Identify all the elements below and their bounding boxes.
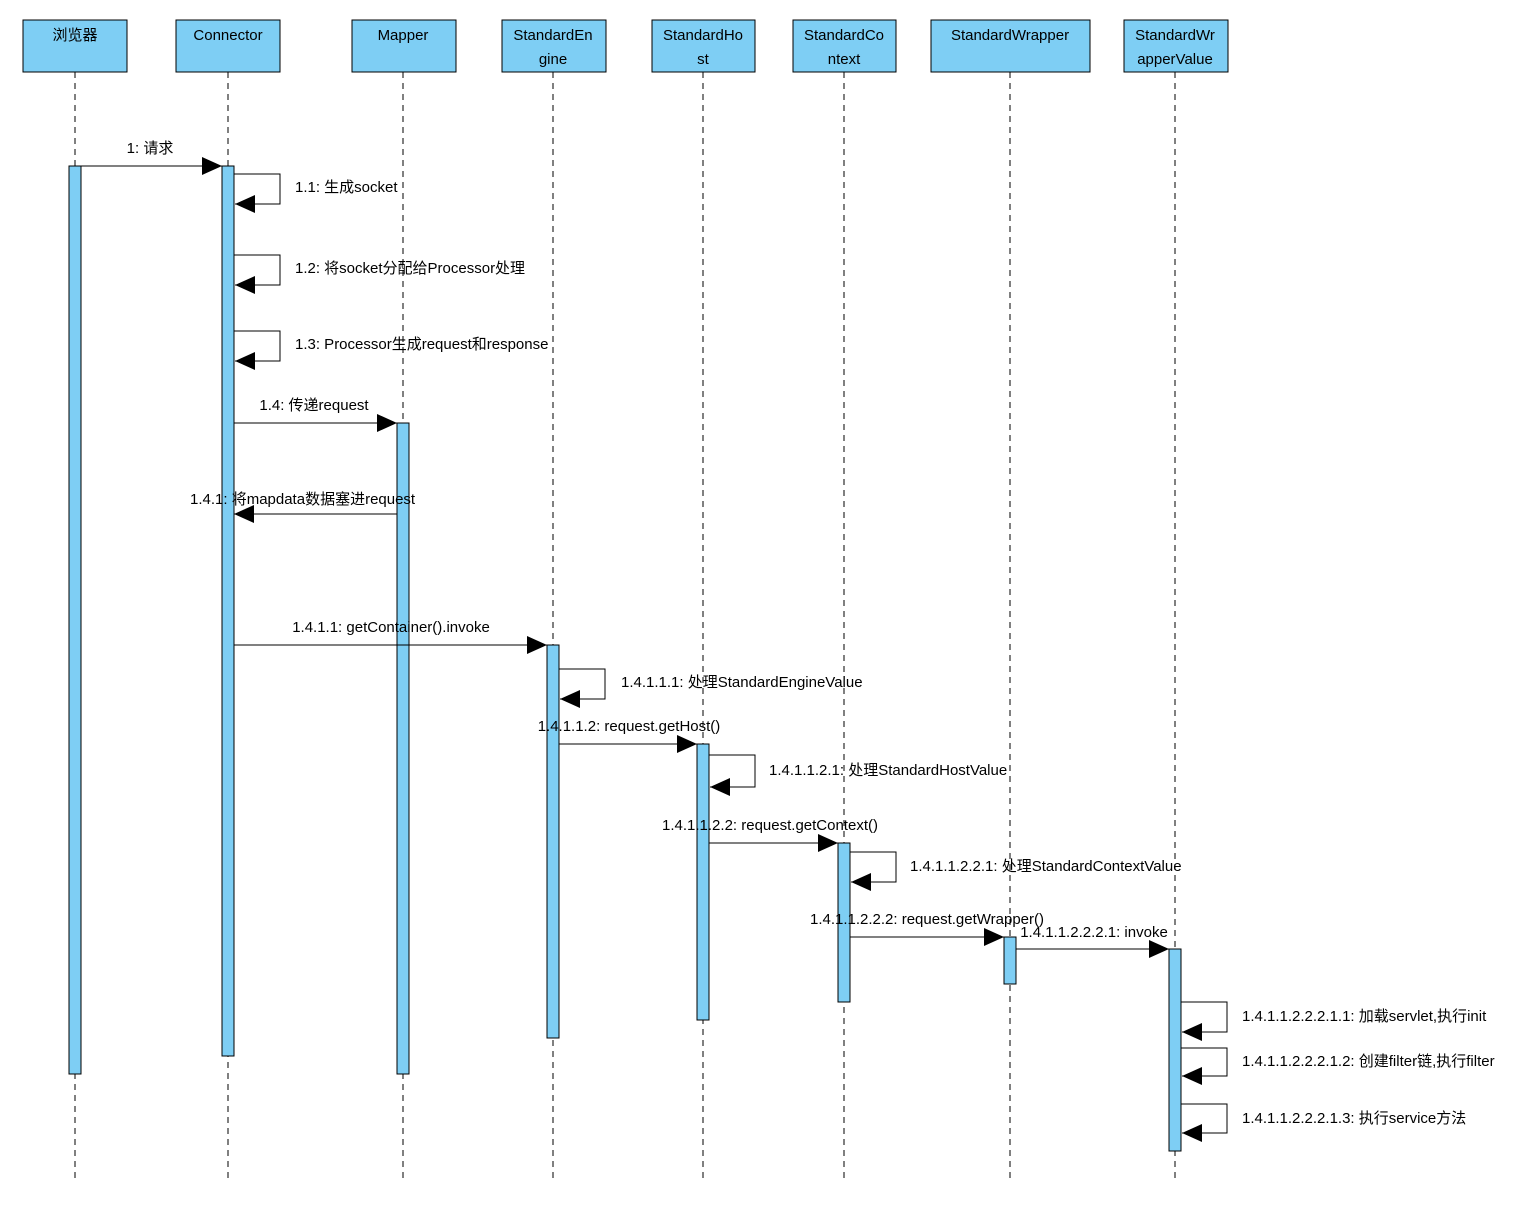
message-m1-2: 1.2: 将socket分配给Processor处理 [234,254,525,294]
message-label: 1.4: 传递request [259,397,369,414]
message-m1-4-1-1-2-1: 1.4.1.1.2.1: 处理StandardHostValue [709,754,1007,796]
activation-bar-browser [68,165,82,1075]
self-message-arrow [1181,1001,1228,1041]
participant-box [22,19,128,73]
message-m1-4-1-1: 1.4.1.1: getContainer().invoke [234,619,547,654]
message-m1-4-1-1-2-2-1: 1.4.1.1.2.2.1: 处理StandardContextValue [850,851,1182,891]
activation-bar-context [837,842,851,1003]
participant-host: StandardHo st [651,19,756,73]
participant-box [792,19,897,73]
participant-box [351,19,457,73]
message-label: 1.4.1.1.2.2: request.getContext() [662,817,878,834]
message-m1-4-1-1-2-2-2-1-3: 1.4.1.1.2.2.2.1.3: 执行service方法 [1181,1103,1466,1142]
message-m1-4-1-1-2-2-2-1-1: 1.4.1.1.2.2.2.1.1: 加载servlet,执行init [1181,1001,1487,1041]
activation-bar-host [696,743,710,1021]
self-message-arrow [559,668,606,708]
self-message-arrow [234,173,281,213]
participant-wrapper: StandardWrapper [930,19,1091,73]
participant-box [1123,19,1229,73]
messages: 1: 请求 1.1: 生成socket 1.2: 将socket分配给Process… [81,140,1495,1142]
message-m1-4-1-1-2-2-2-1-2: 1.4.1.1.2.2.2.1.2: 创建filter链,执行filter [1181,1047,1495,1085]
participant-box [651,19,756,73]
participant-label: StandardWrapper [951,27,1069,44]
message-label: 1.3: Processor生成request和response [295,336,548,353]
message-m1-4-1-1-2-2-2: 1.4.1.1.2.2.2: request.getWrapper() [810,911,1044,946]
message-label: 1.4.1.1.2.1: 处理StandardHostValue [769,762,1007,779]
participant-label: Connector [193,27,262,44]
message-m1-3: 1.3: Processor生成request和response [234,330,548,370]
participant-mapper: Mapper [351,19,457,73]
participant-label: StandardCo [804,27,884,44]
participant-box [175,19,281,73]
participant-label: StandardHo [663,27,743,44]
activation-bar-connector [221,165,235,1057]
self-message-arrow [1181,1047,1228,1085]
message-label: 1.4.1.1.2.2.2.1.2: 创建filter链,执行filter [1242,1053,1495,1070]
participant-browser: 浏览器 [22,19,128,73]
participant-box [501,19,607,73]
participant-box [930,19,1091,73]
participant-connector: Connector [175,19,281,73]
participant-wrappervalue: StandardWr apperValue [1123,19,1229,73]
message-label: 1.4.1.1.2.2.2.1: invoke [1020,924,1168,941]
participant-label: gine [539,51,567,68]
self-message-arrow [234,330,281,370]
message-label: 1.4.1.1.2.2.1: 处理StandardContextValue [910,858,1182,875]
activation-bar-wrapper [1003,936,1017,985]
lifelines [74,72,1176,1182]
activation-bars [68,165,1182,1152]
message-label: 1.4.1.1.2.2.2.1.3: 执行service方法 [1242,1110,1466,1127]
participant-engine: StandardEn gine [501,19,607,73]
participant-label: apperValue [1137,51,1213,68]
message-m1-4: 1.4: 传递request [234,397,397,432]
message-m1-4-1-1-2: 1.4.1.1.2: request.getHost() [538,718,721,753]
message-label: 1.4.1.1.1: 处理StandardEngineValue [621,674,863,691]
message-m1-4-1-1-1: 1.4.1.1.1: 处理StandardEngineValue [559,668,863,708]
message-m1-4-1-1-2-2-2-1: 1.4.1.1.2.2.2.1: invoke [1016,924,1169,958]
message-m1: 1: 请求 [81,140,222,175]
message-label: 1.4.1: 将mapdata数据塞进request [190,490,416,508]
message-label: 1.2: 将socket分配给Processor处理 [295,260,525,277]
participant-label: StandardWr [1135,27,1215,44]
message-m1-4-1: 1.4.1: 将mapdata数据塞进request [190,490,416,523]
message-label: 1: 请求 [127,140,174,157]
message-label: 1.4.1.1.2.2.2: request.getWrapper() [810,911,1044,928]
activation-bar-engine [546,644,560,1039]
self-message-arrow [234,254,281,294]
participant-context: StandardCo ntext [792,19,897,73]
message-label: 1.4.1.1.2.2.2.1.1: 加载servlet,执行init [1242,1008,1487,1025]
message-m1-1: 1.1: 生成socket [234,173,398,213]
participant-label: 浏览器 [52,27,97,44]
participant-label: Mapper [378,27,429,44]
message-label: 1.1: 生成socket [295,179,398,196]
self-message-arrow [1181,1103,1228,1142]
message-label: 1.4.1.1.2: request.getHost() [538,718,721,735]
message-label: 1.4.1.1: getContainer().invoke [292,619,490,636]
activation-bar-wrappervalue [1168,948,1182,1152]
message-m1-4-1-1-2-2: 1.4.1.1.2.2: request.getContext() [662,817,878,852]
participant-label: StandardEn [513,27,592,44]
self-message-arrow [709,754,756,796]
participant-label: ntext [828,51,861,68]
self-message-arrow [850,851,897,891]
participant-label: st [697,51,710,68]
activation-bar-mapper [396,422,410,1075]
